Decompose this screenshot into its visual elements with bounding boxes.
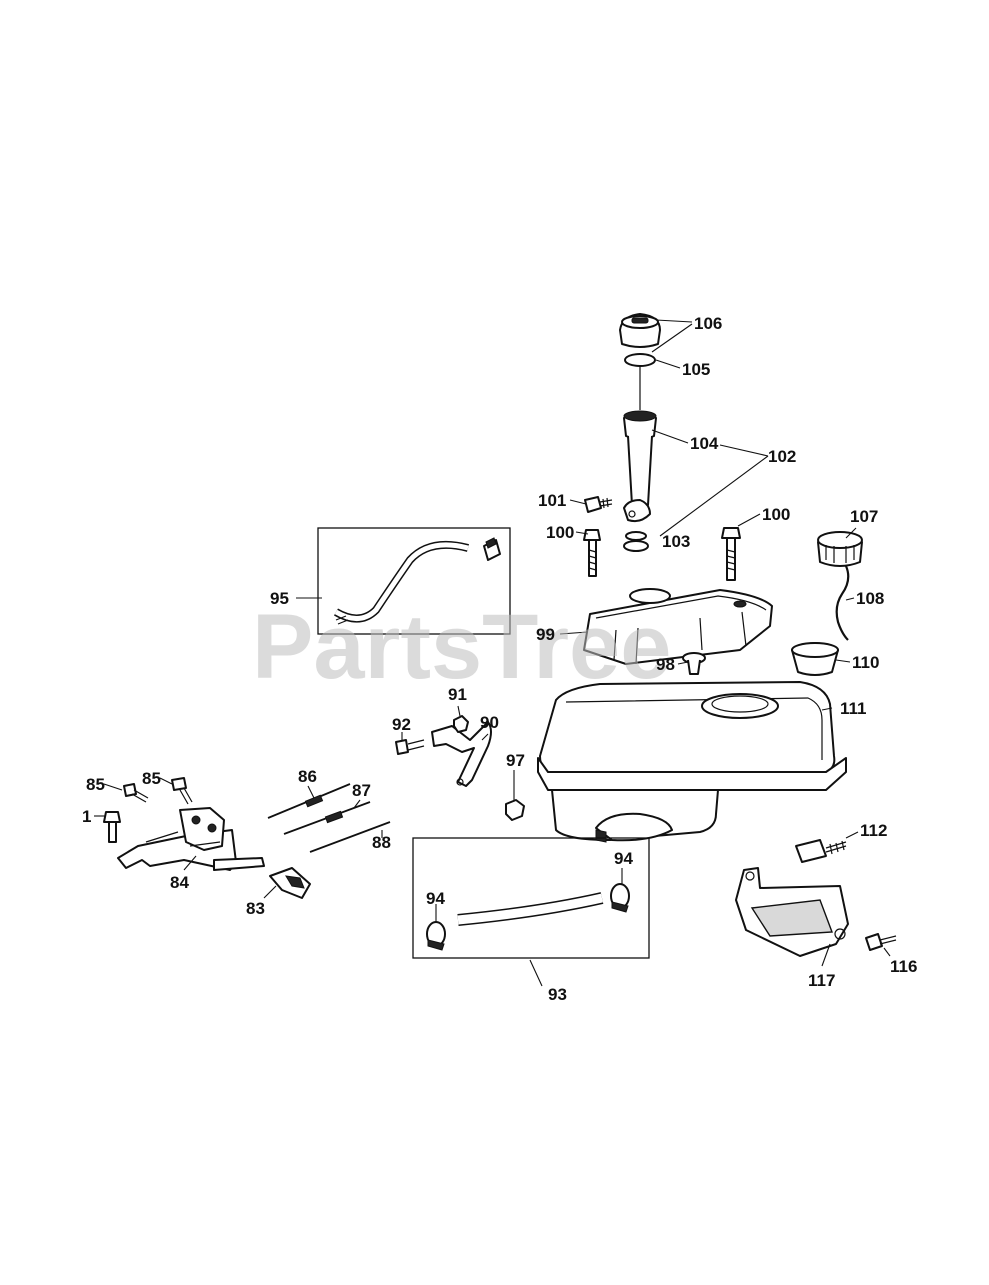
callout-101: 101 xyxy=(538,491,566,510)
callout-100-right: 100 xyxy=(762,505,790,524)
tank-cover xyxy=(583,588,773,665)
bolt-100-left xyxy=(583,529,601,577)
callout-90: 90 xyxy=(480,713,499,732)
grommet-98 xyxy=(682,652,706,675)
tank-bracket-117 xyxy=(735,867,849,957)
bolt-100-right xyxy=(721,527,741,581)
callout-94-left: 94 xyxy=(426,889,445,908)
bracket-90 xyxy=(431,721,492,787)
callout-92: 92 xyxy=(392,715,411,734)
callout-112: 112 xyxy=(860,821,887,840)
fuel-cap xyxy=(817,531,863,567)
nut-91 xyxy=(453,715,469,733)
callout-105: 105 xyxy=(682,360,710,379)
dipstick-o-ring xyxy=(624,353,656,367)
callout-1: 1 xyxy=(82,807,91,826)
bolt-101 xyxy=(584,496,613,513)
bolt-97 xyxy=(505,799,525,821)
dipstick-cap xyxy=(619,313,661,348)
watermark-text: PartsTree xyxy=(252,596,671,698)
fuel-hose-95 xyxy=(333,537,501,625)
callout-95: 95 xyxy=(270,589,289,608)
fuel-cap-tether xyxy=(835,565,850,641)
dipstick-gasket xyxy=(623,531,649,552)
hose-kit-box-93 xyxy=(412,837,650,959)
callout-99: 99 xyxy=(536,625,555,644)
knob-83 xyxy=(269,867,311,899)
callout-108: 108 xyxy=(856,589,884,608)
fuel-valve-112 xyxy=(795,839,847,863)
callout-104: 104 xyxy=(690,434,719,453)
callout-98: 98 xyxy=(656,655,675,674)
cable-88 xyxy=(309,821,391,853)
callout-100-left: 100 xyxy=(546,523,574,542)
throttle-bracket-84 xyxy=(117,807,265,871)
fuel-hose-93 xyxy=(457,892,604,926)
callout-85-right: 85 xyxy=(142,769,161,788)
bolt-116 xyxy=(865,933,897,951)
callout-91: 91 xyxy=(448,685,467,704)
cable-86 xyxy=(267,783,351,819)
callout-84: 84 xyxy=(170,873,189,892)
fuel-strainer xyxy=(791,642,839,676)
clamp-94-left xyxy=(426,921,446,951)
callout-111: 111 xyxy=(840,699,867,718)
clamp-94-right xyxy=(610,883,630,913)
bolt-85-left xyxy=(123,783,149,803)
callout-87: 87 xyxy=(352,781,371,800)
bolt-92 xyxy=(395,739,425,755)
callout-106: 106 xyxy=(694,314,722,333)
hose-kit-box-95 xyxy=(317,527,511,635)
bolt-1 xyxy=(103,811,121,843)
leader-lines xyxy=(94,319,891,987)
callout-110: 110 xyxy=(852,653,879,672)
callout-116: 116 xyxy=(890,957,917,976)
callout-83: 83 xyxy=(246,899,265,918)
callout-103: 103 xyxy=(662,532,690,551)
fuel-tank xyxy=(537,681,847,843)
callout-117: 117 xyxy=(808,971,835,990)
callout-94-right: 94 xyxy=(614,849,633,868)
cable-87 xyxy=(283,801,371,835)
callout-86: 86 xyxy=(298,767,317,786)
callout-97: 97 xyxy=(506,751,525,770)
dipstick-tube xyxy=(623,366,657,523)
callout-88: 88 xyxy=(372,833,391,852)
bolt-85-right xyxy=(171,777,193,805)
callout-107: 107 xyxy=(850,507,878,526)
callout-102: 102 xyxy=(768,447,796,466)
callout-85-left: 85 xyxy=(86,775,105,794)
callout-93: 93 xyxy=(548,985,567,1004)
